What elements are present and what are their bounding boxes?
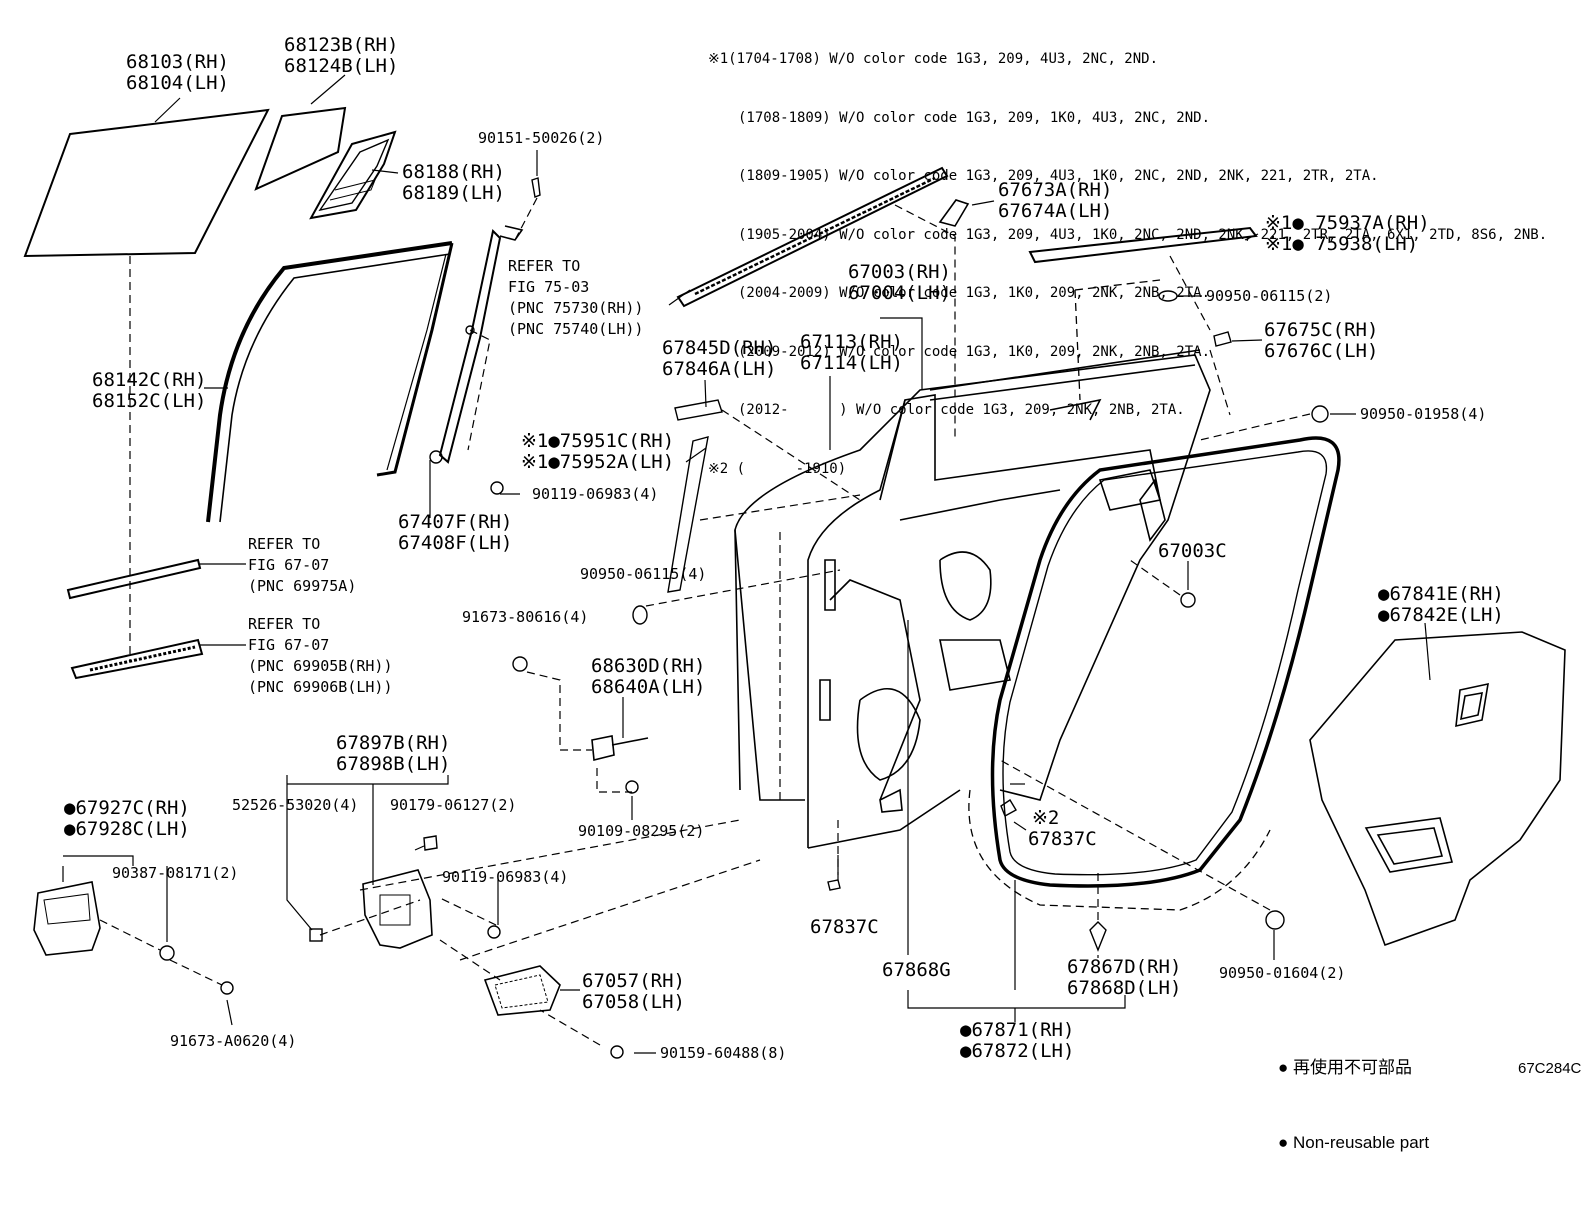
quarter-window-frame [309, 130, 397, 220]
applicability-notes: ※1(1704-1708) W/O color code 1G3, 209, 4… [708, 11, 1547, 518]
part-label-67897b[interactable]: 67897B(RH)67898B(LH) [336, 732, 451, 775]
note-line: (2009-2012) W/O color code 1G3, 1K0, 209… [738, 343, 1211, 360]
service-hole-cover [1309, 631, 1566, 947]
part-label-67113[interactable]: 67113(RH)67114(LH) [800, 331, 903, 374]
part-label-68630d[interactable]: 68630D(RH)68640A(LH) [591, 655, 706, 698]
part-label-90109[interactable]: 90109-08295(2) [578, 822, 705, 840]
part-label-67868g[interactable]: 67868G [882, 959, 951, 981]
part-label-67867d[interactable]: 67867D(RH)67868D(LH) [1067, 956, 1182, 999]
part-label-67407f[interactable]: 67407F(RH)67408F(LH) [398, 511, 513, 554]
assembly-lines [99, 197, 1311, 1046]
door-glass [23, 108, 270, 258]
part-label-90151[interactable]: 90151-50026(2) [478, 129, 605, 147]
part-label-91673-80616[interactable]: 91673-80616(4) [462, 608, 589, 626]
part-label-67003c[interactable]: 67003C [1158, 540, 1227, 562]
belt-moulding-outer [66, 558, 202, 600]
part-label-90387[interactable]: 90387-08171(2) [112, 864, 239, 882]
part-label-68142c[interactable]: 68142C(RH)68152C(LH) [92, 369, 207, 412]
part-label-67057[interactable]: 67057(RH)67058(LH) [582, 970, 685, 1013]
fasteners-top [531, 177, 1329, 423]
upper-moulding-rear [1028, 226, 1258, 264]
part-label-90950-01604[interactable]: 90950-01604(2) [1219, 964, 1346, 982]
rear-door-shell [734, 349, 1211, 849]
glass-run-channel [206, 241, 454, 523]
diagram-code: 67C284C [1518, 1060, 1582, 1077]
door-check [591, 735, 649, 762]
division-bar [429, 225, 524, 464]
part-label-67841e[interactable]: ●67841E(RH)●67842E(LH) [1378, 583, 1504, 626]
part-label-90119-upper[interactable]: 90119-06983(4) [532, 485, 659, 503]
part-label-91673-a0620[interactable]: 91673-A0620(4) [170, 1032, 297, 1050]
part-label-90950-06115-2[interactable]: 90950-06115(2) [1206, 287, 1333, 305]
part-label-67871[interactable]: ●67871(RH)●67872(LH) [960, 1019, 1075, 1062]
secondary-seal-dashed [968, 279, 1271, 911]
latch-cover [33, 881, 101, 956]
leader-lines [62, 74, 1431, 1054]
door-lock-assy [362, 869, 433, 949]
part-label-75951c[interactable]: ※1●75951C(RH)※1●75952A(LH) [521, 430, 675, 473]
note-line: (2004-2009) W/O color code 1G3, 1K0, 209… [738, 285, 1211, 301]
legend-item-en: ● Non-reusable part [1278, 1133, 1430, 1152]
part-label-90159[interactable]: 90159-60488(8) [660, 1044, 787, 1062]
part-label-68123b[interactable]: 68123B(RH)68124B(LH) [284, 34, 399, 77]
label-layer: ※1(1704-1708) W/O color code 1G3, 209, 4… [64, 11, 1582, 1153]
door-weatherstrip [990, 436, 1341, 888]
part-label-90179[interactable]: 90179-06127(2) [390, 796, 517, 814]
part-label-75937a[interactable]: ※1● 75937A(RH)※1● 75938(LH) [1265, 212, 1430, 255]
note-line: (1708-1809) W/O color code 1G3, 209, 1K0… [738, 109, 1211, 126]
exploded-parts-diagram [23, 74, 1566, 1059]
belt-moulding-inner [70, 638, 204, 680]
note-line: ※2 ( -1910) [708, 460, 847, 477]
lock-cable-cover [483, 965, 561, 1016]
door-frame-moulding [676, 166, 949, 308]
part-label-67675c[interactable]: 67675C(RH)67676C(LH) [1264, 319, 1379, 362]
part-label-67003[interactable]: 67003(RH)67004(LH) [848, 261, 951, 304]
legend: ● 再使用不可部品 ● Non-reusable part [1278, 1005, 1429, 1205]
moulding-clip [938, 199, 970, 227]
part-label-52526[interactable]: 52526-53020(4) [232, 796, 359, 814]
legend-item-jp: ● 再使用不可部品 [1278, 1058, 1412, 1077]
part-label-67845d[interactable]: 67845D(RH)67846A(LH) [662, 337, 777, 380]
note-line: (1905-2004) W/O color code 1G3, 209, 4U3… [738, 226, 1548, 243]
quarter-glass [254, 106, 347, 191]
part-label-67837c-lower[interactable]: 67837C [810, 916, 879, 938]
bolts-screws [159, 399, 1285, 1059]
note-line: (1809-1905) W/O color code 1G3, 209, 4U3… [738, 168, 1379, 184]
note-line: (2012- ) W/O color code 1G3, 209, 2NK, 2… [738, 402, 1185, 418]
part-label-68188[interactable]: 68188(RH)68189(LH) [402, 161, 505, 204]
part-label-90950-01958[interactable]: 90950-01958(4) [1360, 405, 1487, 423]
part-label-67927c[interactable]: ●67927C(RH)●67928C(LH) [64, 797, 190, 840]
note-line: ※1(1704-1708) W/O color code 1G3, 209, 4… [708, 51, 1159, 67]
part-label-90119-lower[interactable]: 90119-06983(4) [442, 868, 569, 886]
part-label-90950-06115-4[interactable]: 90950-06115(4) [580, 565, 707, 583]
part-label-67673a[interactable]: 67673A(RH)67674A(LH) [998, 179, 1113, 222]
part-label-68103[interactable]: 68103(RH)68104(LH) [126, 51, 229, 94]
